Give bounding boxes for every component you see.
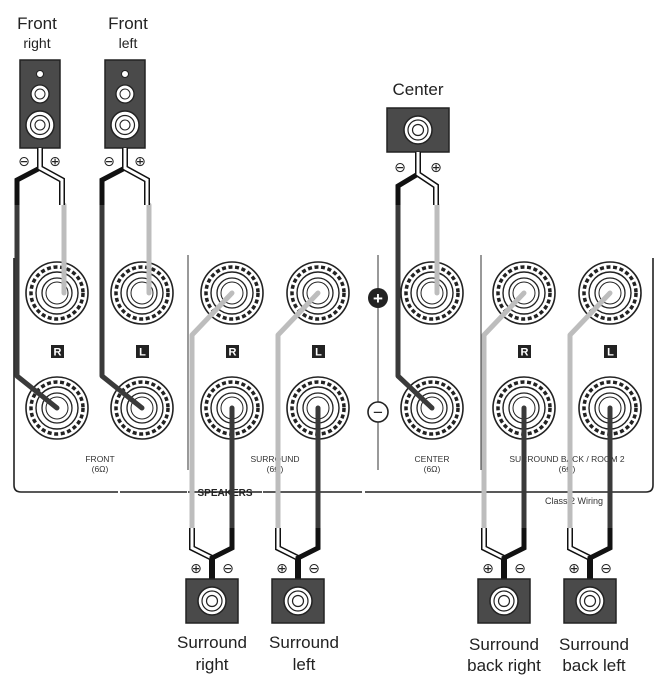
surround-left-minus-symbol: ⊖	[308, 561, 320, 577]
badge-surround-back-l: L	[607, 347, 614, 359]
panel-minus-sign: −	[373, 403, 383, 422]
channel-badges: R L R L R L	[51, 345, 617, 359]
surround-left-label-line2: left	[293, 655, 316, 674]
surround-back-right-label-line2: back right	[467, 656, 541, 675]
surround-back-left-label-line2: back left	[562, 656, 626, 675]
surround-back-left-plus-symbol: ⊕	[568, 561, 580, 577]
surround-right-plus-symbol: ⊕	[190, 561, 202, 577]
front-left-label-line1: Front	[108, 14, 148, 33]
badge-surround-back-r: R	[521, 347, 529, 359]
front-right-plus-terminal[interactable]	[24, 260, 90, 326]
center-minus-symbol: ⊖	[394, 160, 406, 176]
front-left-plus-terminal[interactable]	[109, 260, 175, 326]
front-right-plus-symbol: ⊕	[49, 154, 61, 170]
panel-plus-marker	[368, 288, 388, 308]
front-right-minus-symbol: ⊖	[18, 154, 30, 170]
front-right-speaker: Front right ⊖ ⊕	[14, 14, 65, 205]
front-left-speaker-icon	[104, 59, 146, 149]
badge-front-l: L	[139, 347, 146, 359]
surround-back-left-minus-symbol: ⊖	[600, 561, 612, 577]
surround-back-right-plus-symbol: ⊕	[482, 561, 494, 577]
section-front-impedance: (6Ω)	[92, 464, 109, 474]
section-surround-name: SURROUND	[250, 454, 299, 464]
front-left-speaker: Front left ⊖ ⊕	[99, 14, 150, 205]
surround-back-left-speaker: ⊕ ⊖ Surround back left	[559, 528, 629, 675]
front-right-label-line2: right	[23, 35, 50, 51]
surround-right-label-line2: right	[195, 655, 228, 674]
surround-left-speaker: ⊕ ⊖ Surround left	[269, 528, 339, 674]
front-left-minus-symbol: ⊖	[103, 154, 115, 170]
surround-left-speaker-icon	[271, 578, 325, 624]
surround-left-plus-symbol: ⊕	[276, 561, 288, 577]
surround-right-label-line1: Surround	[177, 633, 247, 652]
front-left-plus-symbol: ⊕	[134, 154, 146, 170]
wires	[14, 202, 613, 531]
surround-back-right-label-line1: Surround	[469, 635, 539, 654]
panel-minus-marker	[367, 401, 389, 423]
surround-back-right-minus-symbol: ⊖	[514, 561, 526, 577]
center-plus-symbol: ⊕	[430, 160, 442, 176]
surround-back-left-label-line1: Surround	[559, 635, 629, 654]
front-right-speaker-icon	[19, 59, 61, 149]
badge-surround-l: L	[315, 347, 322, 359]
center-speaker: Center ⊖ ⊕	[386, 80, 450, 205]
surround-back-left-speaker-icon	[563, 578, 617, 624]
section-surround-back-impedance: (6Ω)	[559, 464, 576, 474]
section-surround-impedance: (6Ω)	[267, 464, 284, 474]
class2-wiring-label: Class 2 Wiring	[545, 496, 603, 506]
surround-right-minus-symbol: ⊖	[222, 561, 234, 577]
surround-back-right-speaker: ⊕ ⊖ Surround back right	[467, 528, 541, 675]
section-center-name: CENTER	[415, 454, 450, 464]
front-right-label-line1: Front	[17, 14, 57, 33]
section-center-impedance: (6Ω)	[424, 464, 441, 474]
surround-left-label-line1: Surround	[269, 633, 339, 652]
section-front-name: FRONT	[85, 454, 114, 464]
center-plus-terminal[interactable]	[399, 260, 465, 326]
center-label: Center	[392, 80, 443, 99]
badge-front-r: R	[54, 347, 62, 359]
front-left-label-line2: left	[119, 35, 138, 51]
surround-right-speaker-icon	[185, 578, 239, 624]
surround-back-right-speaker-icon	[477, 578, 531, 624]
surround-right-speaker: ⊕ ⊖ Surround right	[177, 528, 247, 674]
badge-surround-r: R	[229, 347, 237, 359]
section-surround-back-name: SURROUND BACK / ROOM 2	[509, 454, 625, 464]
panel-title-speakers: SPEAKERS	[197, 488, 252, 499]
panel-plus-sign: +	[373, 289, 383, 308]
